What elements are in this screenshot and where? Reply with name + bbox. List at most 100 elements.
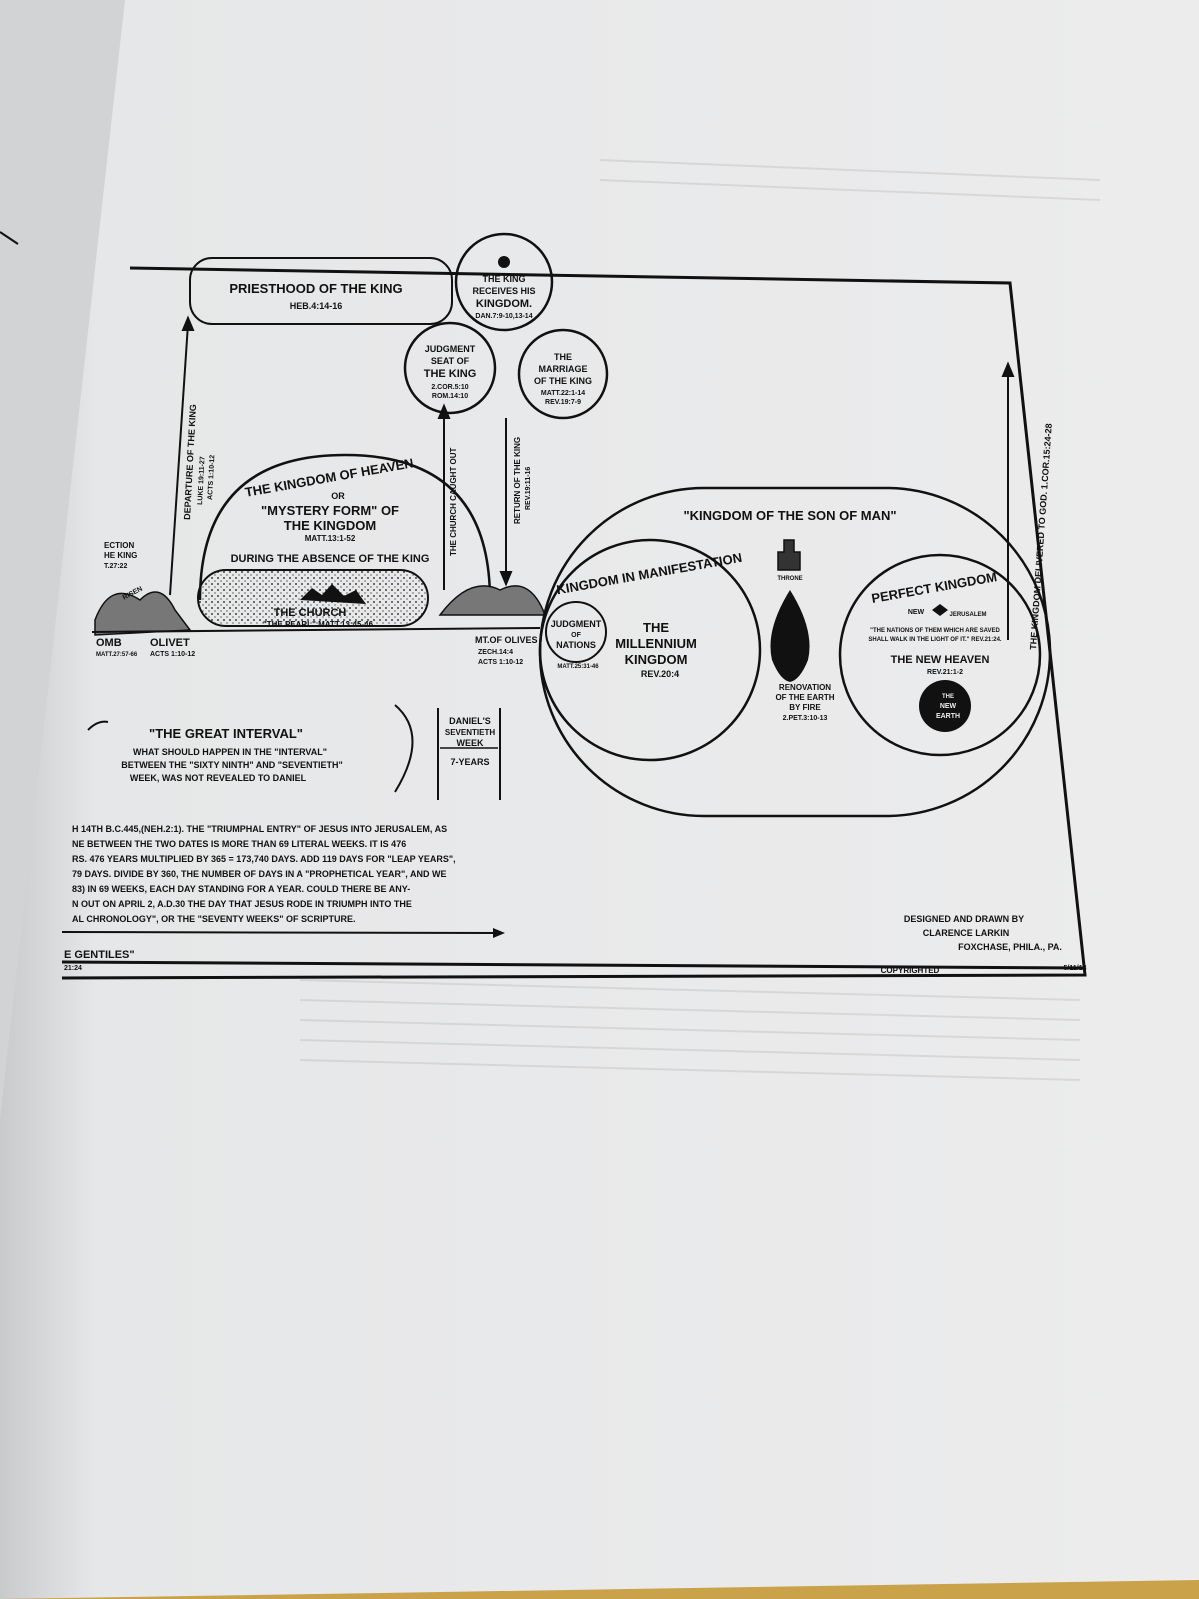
- rejection-line2: he King: [104, 551, 137, 560]
- king-receives-line3: Kingdom.: [476, 298, 532, 310]
- jerusalem-icon: [932, 604, 948, 616]
- judgment-nations-ref: Matt.25:31-46: [557, 664, 599, 670]
- judgment-seat-line3: The King: [424, 368, 477, 380]
- mt-olives-ref2: Acts 1:10-12: [478, 659, 523, 666]
- great-interval-line2: Between The "Sixty Ninth" And "Seventiet…: [121, 760, 343, 770]
- chronology-line: rs. 476 Years Multiplied By 365 = 173,74…: [72, 854, 456, 864]
- copyright-label: Copyrighted: [881, 966, 940, 975]
- king-receives-line2: Receives His: [472, 286, 535, 296]
- departure-ref2: Acts 1:10-12: [207, 455, 216, 501]
- throne-label: Throne: [777, 576, 802, 582]
- timeline-upper: [91, 627, 541, 633]
- kingdom-heaven-line5: During The Absence Of The King: [231, 553, 430, 565]
- tomb-label: omb: [96, 637, 122, 649]
- kingdom-heaven-ref: Matt.13:1-52: [305, 534, 356, 543]
- judgment-nations-line1: Judgment: [551, 619, 602, 629]
- signature: 5/11/18: [1064, 965, 1087, 972]
- renovation-line3: By Fire: [789, 703, 821, 712]
- kingdom-heaven-line4: The Kingdom: [284, 518, 376, 533]
- connector-arrows: [169, 315, 1015, 640]
- mt-olives-ref1: Zech.14:4: [478, 649, 513, 656]
- daniels-week-line4: 7-Years: [450, 757, 489, 767]
- page-mark: [0, 231, 19, 245]
- kingdom-heaven-arch: [198, 453, 492, 601]
- return-king-label: Return Of The King: [513, 437, 522, 524]
- departure-ref1: Luke 19:11-27: [197, 456, 207, 505]
- millennium-line1: The: [643, 620, 669, 635]
- marriage-circle: [517, 328, 609, 420]
- millennium-line3: Kingdom: [625, 652, 688, 667]
- church-label: The Church: [274, 607, 347, 619]
- judgment-seat-line2: Seat Of: [431, 356, 470, 366]
- marriage-line1: The: [554, 352, 572, 362]
- judgment-nations-line3: Nations: [556, 640, 596, 650]
- millennium-line2: Millennium: [615, 636, 697, 651]
- chronology-line: 79 Days. Divide By 360, The Number Of Da…: [72, 869, 446, 879]
- olivet-ref: Acts 1:10-12: [150, 651, 195, 658]
- credit-line2: Clarence Larkin: [923, 928, 1010, 938]
- throne-icon: [777, 539, 801, 571]
- great-interval-line3: Week, Was Not Revealed To Daniel: [130, 773, 307, 783]
- credit-line3: FoxChase, Phila., Pa.: [958, 942, 1062, 952]
- great-interval-title: "The Great Interval": [149, 726, 303, 741]
- fire-icon: [770, 590, 810, 682]
- judgment-seat-ref2: Rom.14:10: [432, 393, 468, 400]
- judgment-seat-ref1: 2.Cor.5:10: [431, 384, 468, 391]
- judgment-nations-circle: [545, 601, 607, 663]
- baseline: [61, 960, 1086, 970]
- chronology-line: ne Between The Two Dates Is More Than 69…: [72, 839, 406, 849]
- renovation-line2: Of The Earth: [775, 693, 834, 702]
- chronology-line: n Out On April 2, A.D.30 The Day That Je…: [72, 899, 412, 909]
- church-caught-out-label: The Church Caught Out: [449, 447, 458, 556]
- new-heaven-ref: Rev.21:1-2: [927, 669, 963, 676]
- olives-hill-icon: [438, 585, 547, 616]
- gentiles-label: e Gentiles": [64, 949, 135, 961]
- marriage-line2: Marriage: [539, 364, 588, 374]
- daniels-week-line2: Seventieth: [445, 728, 495, 737]
- renovation-ref: 2.Pet.3:10-13: [783, 715, 828, 722]
- marriage-line3: Of The King: [534, 376, 592, 386]
- jerusalem-label: Jerusalem: [949, 612, 986, 618]
- chronology-line: 83) In 69 Weeks, Each Day Standing For A…: [72, 884, 410, 894]
- city-icon: [300, 584, 366, 604]
- kingdom-heaven-line3: "Mystery Form" Of: [261, 503, 399, 518]
- gold-edge: [0, 1580, 1199, 1599]
- new-earth-line1: The: [942, 694, 954, 700]
- new-label: New: [908, 609, 925, 616]
- new-earth-line3: Earth: [936, 713, 960, 720]
- mt-olives-label: Mt.Of Olives: [475, 635, 538, 645]
- king-receives-line1: The King: [482, 274, 525, 284]
- hills-icon: [94, 591, 192, 636]
- interval-bracket-left: [87, 720, 109, 731]
- king-receives-circle: [454, 232, 554, 332]
- manifestation-circle: [538, 538, 762, 762]
- kingdom-heaven-line2: Or: [331, 491, 345, 501]
- rejection-line1: ection: [104, 541, 134, 550]
- perfect-kingdom-circle: [838, 553, 1042, 757]
- bleed-through-text: [299, 159, 1101, 1081]
- tomb-ref: Matt.27:57-66: [96, 652, 138, 658]
- millennium-ref: Rev.20:4: [641, 669, 679, 679]
- marriage-ref1: Matt.22:1-14: [541, 390, 585, 397]
- son-of-man-title: "Kingdom Of The Son Of Man": [683, 508, 896, 523]
- priesthood-box: [189, 257, 453, 325]
- arrow-head: [493, 928, 505, 938]
- chronology-line: h 14th B.C.445,(Neh.2:1). The "Triumphal…: [72, 824, 447, 834]
- earth-globe-icon: [919, 680, 971, 732]
- new-heaven-label: The New Heaven: [891, 654, 990, 666]
- priesthood-title: Priesthood Of The King: [229, 281, 402, 296]
- gentiles-ref: 21:24: [64, 965, 82, 972]
- marriage-ref2: Rev.19:7-9: [545, 399, 581, 406]
- renovation-line1: Renovation: [779, 683, 831, 692]
- chronology-text: h 14th B.C.445,(Neh.2:1). The "Triumphal…: [72, 824, 456, 924]
- daniels-week-line3: Week: [457, 738, 485, 748]
- rejection-ref: t.27:22: [104, 563, 127, 570]
- priesthood-ref: Heb.4:14-16: [290, 301, 343, 311]
- judgment-seat-circle: [403, 321, 497, 415]
- chronology-line: al Chronology", Or The "Seventy Weeks" O…: [72, 914, 356, 924]
- crown-icon: [498, 256, 510, 268]
- olivet-label: Olivet: [150, 637, 190, 649]
